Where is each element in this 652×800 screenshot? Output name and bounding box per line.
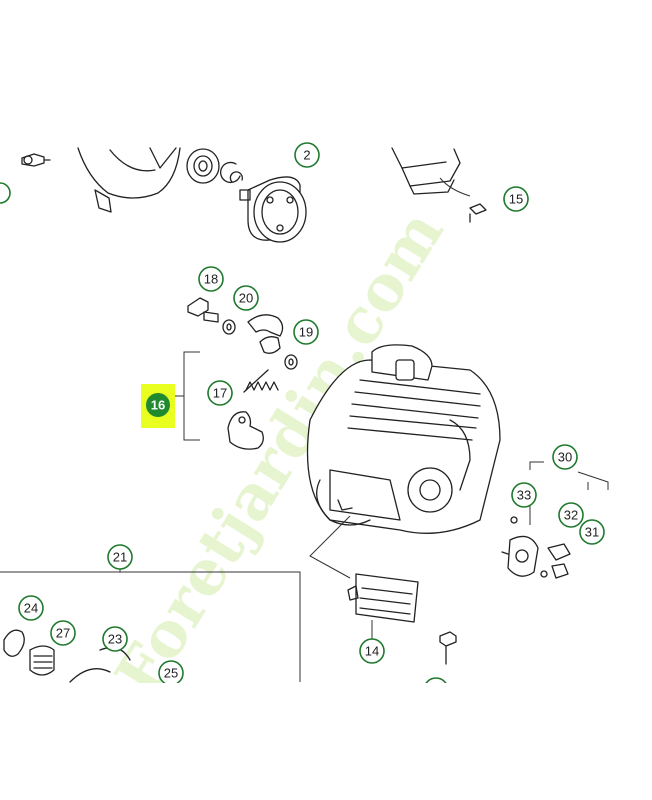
callout-24[interactable]: 24 (18, 595, 44, 621)
bottom-left-parts (3, 629, 131, 683)
spring-17 (243, 369, 279, 393)
callout-18[interactable]: 18 (198, 266, 224, 292)
svg-text:33: 33 (517, 488, 531, 503)
svg-text:21: 21 (113, 550, 127, 565)
clutch-shoe-lower (227, 411, 264, 450)
svg-text:30: 30 (558, 450, 572, 465)
shoulder-bolt-18 (187, 297, 219, 323)
svg-text:32: 32 (564, 508, 578, 523)
callout-31[interactable]: 31 (579, 519, 605, 545)
fan-housing-partial (77, 147, 181, 213)
callout-19[interactable]: 19 (293, 319, 319, 345)
svg-text:15: 15 (509, 192, 523, 207)
engine-block (306, 344, 501, 534)
washer-19 (284, 354, 298, 370)
svg-text:19: 19 (299, 325, 313, 340)
svg-text:16: 16 (151, 398, 165, 413)
clutch-drum (239, 176, 307, 243)
svg-text:27: 27 (56, 626, 70, 641)
svg-text:2: 2 (303, 148, 310, 163)
heat-shield-14 (347, 573, 419, 623)
washer-20 (222, 319, 236, 335)
svg-text:31: 31 (585, 525, 599, 540)
bolt-top-left (21, 153, 51, 167)
bracket-top-right (391, 147, 487, 223)
circlip (220, 161, 244, 184)
callout-23[interactable]: 23 (102, 626, 128, 652)
bolt-bottom-right (439, 631, 457, 665)
svg-text:23: 23 (108, 632, 122, 647)
clutch-shoe-upper (247, 314, 284, 354)
callout-21[interactable]: 21 (107, 544, 133, 570)
svg-text:14: 14 (365, 644, 379, 659)
svg-text:25: 25 (164, 666, 178, 681)
callout-14[interactable]: 14 (359, 638, 385, 664)
callout-27[interactable]: 27 (50, 620, 76, 646)
bearing (186, 148, 220, 184)
callout-25[interactable]: 25 (158, 660, 184, 686)
svg-text:17: 17 (213, 386, 227, 401)
highlight-16[interactable]: 16 (141, 384, 175, 428)
callout-32[interactable]: 32 (558, 502, 584, 528)
callout-20[interactable]: 20 (233, 285, 259, 311)
svg-text:20: 20 (239, 291, 253, 306)
callout-33[interactable]: 33 (511, 482, 537, 508)
callout-17[interactable]: 17 (207, 380, 233, 406)
callout-30[interactable]: 30 (552, 444, 578, 470)
svg-text:24: 24 (24, 601, 38, 616)
callout-15[interactable]: 15 (503, 186, 529, 212)
carb-parts (501, 516, 571, 579)
svg-text:18: 18 (204, 272, 218, 287)
callout-2[interactable]: 2 (294, 142, 320, 168)
bottom-whitespace (0, 683, 652, 800)
